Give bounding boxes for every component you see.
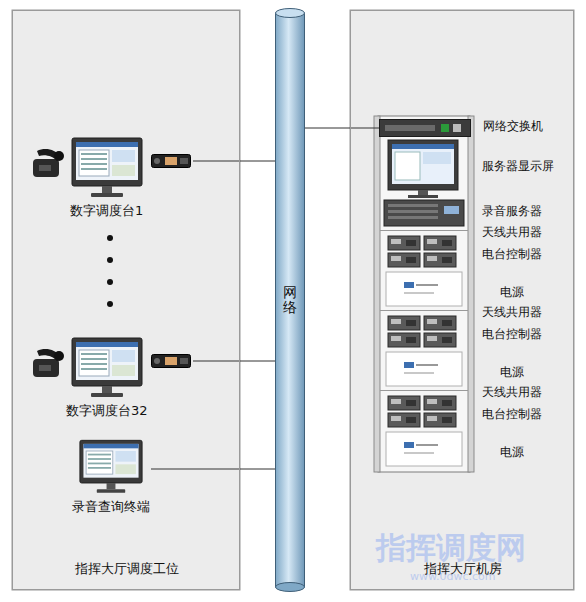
machine-room-panel: 指挥大厅机房 网络交换机 xyxy=(350,10,574,590)
rack-part xyxy=(404,372,434,374)
right-panel-ground xyxy=(350,10,574,590)
panel-title: 指挥大厅调度工位 xyxy=(75,561,179,577)
rack-part xyxy=(424,396,456,410)
rack-part xyxy=(416,364,438,366)
part-label: 天线共用器 xyxy=(482,306,542,320)
monitor-icon xyxy=(79,439,143,495)
rack-part xyxy=(388,253,420,267)
rack-part xyxy=(380,390,468,391)
network-link xyxy=(193,361,275,362)
node-label: 网络交换机 xyxy=(483,120,543,134)
rack-part xyxy=(404,442,414,448)
switch-device xyxy=(379,119,471,137)
rack-part xyxy=(391,319,401,324)
rack-part xyxy=(404,292,434,294)
rack-part xyxy=(424,316,456,330)
rack-part xyxy=(391,336,401,341)
part-label: 电台控制器 xyxy=(482,328,542,342)
rack-part xyxy=(442,320,452,326)
node-label: 网络 xyxy=(283,285,297,316)
part-label: 电台控制器 xyxy=(482,408,542,422)
rack-part xyxy=(406,320,416,326)
radio-icon xyxy=(151,154,191,168)
rack-part xyxy=(388,316,420,330)
rack-part xyxy=(391,256,401,261)
rack-part xyxy=(424,236,456,250)
rack-part xyxy=(380,230,468,231)
left-panel-ground xyxy=(12,10,240,590)
network-link xyxy=(193,161,275,162)
network-switch: 网络交换机 xyxy=(379,119,573,137)
rack-part xyxy=(391,239,401,244)
part-label: 电台控制器 xyxy=(482,248,542,262)
rack-part xyxy=(386,272,462,306)
rack-part xyxy=(427,336,437,341)
rack-part xyxy=(388,396,420,410)
network-link xyxy=(305,128,379,129)
rack-part xyxy=(416,444,438,446)
node-label: 录音查询终端 xyxy=(72,499,150,515)
rack-part xyxy=(391,416,401,421)
rack-part xyxy=(442,240,452,246)
panel-title: 指挥大厅机房 xyxy=(424,561,502,577)
rack-part xyxy=(404,452,434,454)
part-label: 电源 xyxy=(500,366,524,380)
rack-part xyxy=(380,310,468,311)
node-label: 数字调度台32 xyxy=(66,403,148,419)
node-label: 数字调度台1 xyxy=(70,203,143,219)
monitor-icon xyxy=(71,337,143,399)
rack-part xyxy=(416,284,438,286)
rack-part xyxy=(424,253,456,267)
rack-part xyxy=(427,256,437,261)
rack-part xyxy=(442,417,452,423)
rack-part xyxy=(442,257,452,263)
rack-part xyxy=(442,337,452,343)
part-label: 天线共用器 xyxy=(482,386,542,400)
rack-part xyxy=(427,319,437,324)
rack-part xyxy=(424,333,456,347)
network-link xyxy=(151,469,275,470)
rack-part xyxy=(404,282,414,288)
dispatch-console: 数字调度台1 xyxy=(29,137,193,223)
phone-icon xyxy=(31,147,65,179)
rack-part xyxy=(404,362,414,368)
rack-part xyxy=(406,417,416,423)
phone-icon xyxy=(31,347,65,379)
part-label: 天线共用器 xyxy=(482,226,542,240)
network-bus: 网络 xyxy=(275,8,305,592)
monitor-icon xyxy=(71,137,143,199)
equipment-rack xyxy=(374,116,474,472)
part-label: 电源 xyxy=(500,286,524,300)
rack-part xyxy=(427,399,437,404)
rack-part xyxy=(406,257,416,263)
part-label: 录音服务器 xyxy=(482,205,542,219)
rack-part xyxy=(391,399,401,404)
rack-part xyxy=(406,400,416,406)
dispatch-console: 数字调度台32 xyxy=(29,337,193,423)
recording-terminal: 录音查询终端 xyxy=(71,437,151,523)
rack-part xyxy=(406,240,416,246)
rack-part xyxy=(442,400,452,406)
ellipsis-dots xyxy=(107,235,113,307)
rack-part xyxy=(388,236,420,250)
part-label: 服务器显示屏 xyxy=(482,160,554,174)
rack-part xyxy=(406,337,416,343)
watermark: 指挥调度网 xyxy=(376,530,526,566)
part-label: 电源 xyxy=(500,446,524,460)
rack-part xyxy=(388,333,420,347)
radio-icon xyxy=(151,354,191,368)
rack-part xyxy=(424,413,456,427)
rack-part xyxy=(386,352,462,386)
rack-part xyxy=(427,239,437,244)
rack-part xyxy=(388,413,420,427)
workstation-panel: 指挥大厅调度工位 数字调度台1 数字调度台32 录音查询终端 xyxy=(12,10,240,590)
rack-part xyxy=(427,416,437,421)
rack-part xyxy=(386,432,462,466)
